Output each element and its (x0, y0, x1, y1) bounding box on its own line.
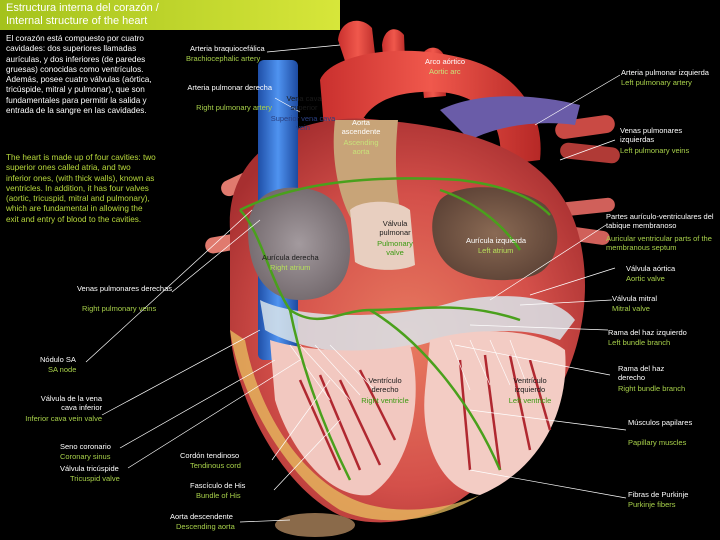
title-english: Internal structure of the heart (6, 15, 148, 27)
label-tricuspid-es: Válvula tricúspide (60, 464, 119, 473)
label-papillary-es: Músculos papilares (628, 418, 693, 427)
label-ivc-valve-en: Inferior cava vein valve (25, 414, 102, 423)
label-left-bundle-en: Left bundle branch (608, 338, 671, 347)
label-right-bundle-es: Rama del haz derecho (618, 364, 665, 382)
label-right-pulmonary-artery-en: Right pulmonary artery (196, 103, 272, 112)
label-sa-node-en: SA node (48, 365, 77, 374)
label-left-pulmonary-artery-en: Left pulmonary artery (621, 78, 692, 87)
label-bundle-his-es: Fascículo de His (190, 481, 246, 490)
label-right-atrium-en: Right atrium (270, 263, 311, 272)
label-papillary-en: Papillary muscles (628, 438, 687, 447)
pulmonary-valve-area (350, 201, 415, 270)
label-svc-es: Vena cava superior (286, 94, 322, 112)
label-aortic-arch-es: Arco aórtico (425, 57, 466, 66)
label-pulmonary-valve-es: Válvula pulmonar (379, 219, 411, 237)
label-left-atrium-es: Aurícula izquierda (466, 236, 527, 245)
label-brachiocephalic-es: Arteria braquiocefálica (190, 44, 265, 53)
label-brachiocephalic-en: Brachiocephalic artery (186, 54, 261, 63)
label-right-ventricle-es: Ventrículo derecho (368, 376, 402, 394)
ascending-aorta-interior (333, 120, 400, 220)
label-ascending-aorta-en: Ascending aorta (343, 138, 379, 156)
intro-english: The heart is made up of four cavities: t… (6, 153, 156, 224)
label-sa-node-es: Nódulo SA (40, 355, 76, 364)
label-right-pulmonary-veins-en: Right pulmonary veins (82, 304, 157, 313)
label-coronary-sinus-es: Seno coronario (60, 442, 111, 451)
label-pulmonary-valve-en: Pulmonary valve (377, 239, 413, 257)
label-aortic-valve-es: Válvula aórtica (626, 264, 676, 273)
intro-spanish: El corazón está compuesto por cuatro cav… (6, 34, 152, 116)
label-tendinous-es: Cordón tendinoso (180, 451, 240, 460)
label-left-atrium-en: Left atrium (478, 246, 514, 255)
tendinous-cords (289, 339, 526, 401)
left-pulmonary-artery (440, 96, 580, 140)
label-ascending-aorta-es: Aorta ascendente (341, 118, 381, 136)
label-ivc-valve-es: Válvula de la vena cava inferior (40, 394, 102, 412)
label-tricuspid-en: Tricuspid valve (70, 474, 120, 483)
label-mitral-valve-en: Mitral valve (612, 304, 650, 313)
label-left-ventricle-en: Left ventricle (508, 396, 552, 405)
label-av-septum-es: Partes aurículo-ventriculares del tabiqu… (606, 212, 714, 230)
label-right-ventricle-en: Right ventricle (361, 396, 409, 405)
label-tendinous-en: Tendinous cord (190, 461, 241, 470)
papillary-muscles (298, 354, 552, 471)
label-bundle-his-en: Bundle of His (196, 491, 241, 500)
label-aortic-valve-en: Aortic valve (626, 274, 665, 283)
label-left-pulmonary-artery-es: Arteria pulmonar izquierda (621, 68, 709, 77)
title-bar: Estructura interna del corazón / Interna… (0, 0, 340, 30)
right-atrium (248, 187, 350, 300)
label-descending-aorta-en: Descending aorta (176, 522, 235, 531)
conduction-system (239, 177, 551, 481)
label-purkinje-en: Purkinje fibers (628, 500, 676, 509)
label-left-pulmonary-veins-en: Left pulmonary veins (620, 146, 690, 155)
label-svc-en: Superior vena cava vein (270, 114, 336, 132)
label-right-pulmonary-veins-es: Venas pulmonares derechas (76, 284, 172, 293)
title-spanish: Estructura interna del corazón / (6, 2, 159, 14)
label-aortic-arch-en: Aortic arc (429, 67, 461, 76)
label-descending-aorta-es: Aorta descendente (170, 512, 233, 521)
label-av-septum-en: Auricular ventricular parts of the membr… (606, 234, 712, 252)
label-right-bundle-en: Right bundle branch (618, 384, 686, 393)
label-right-pulmonary-artery-es: Arteria pulmonar derecha (187, 83, 272, 92)
leader-lines (85, 44, 627, 523)
label-left-pulmonary-veins-es: Venas pulmonares izquierdas (620, 126, 683, 144)
label-left-bundle-es: Rama del haz izquierdo (608, 328, 687, 337)
membranous-septum (260, 296, 575, 353)
left-atrium (432, 187, 558, 281)
right-ventricle (270, 340, 416, 496)
label-coronary-sinus-en: Coronary sinus (60, 452, 111, 461)
label-mitral-valve-es: Válvula mitral (612, 294, 658, 303)
label-left-ventricle-es: Ventrículo izquierdo (513, 376, 547, 394)
label-purkinje-es: Fibras de Purkinje (628, 490, 689, 499)
label-right-atrium-es: Aurícula derecha (262, 253, 319, 262)
descending-aorta (275, 513, 355, 537)
